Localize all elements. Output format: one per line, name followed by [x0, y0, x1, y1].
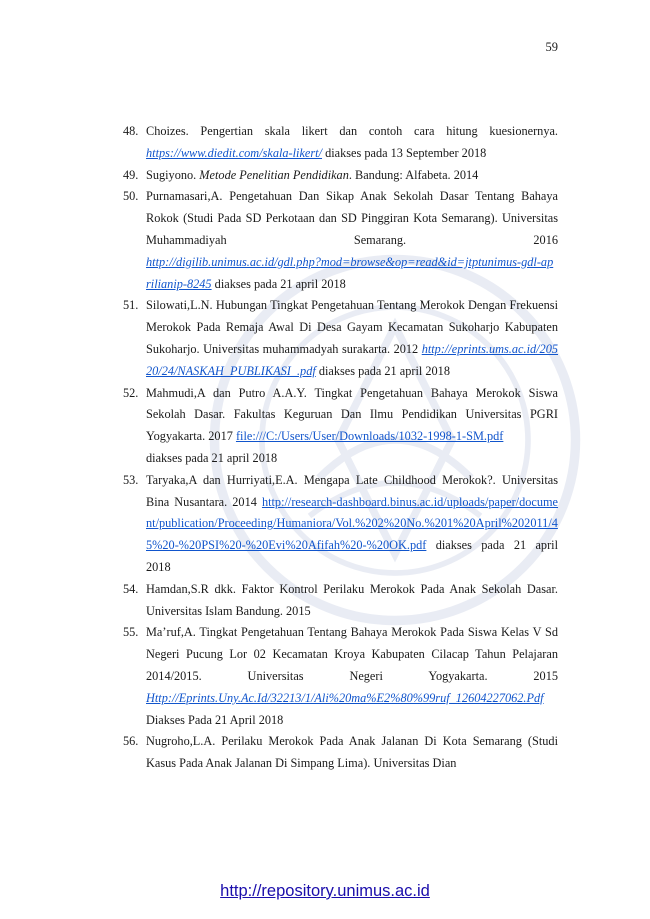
reference-body: Hamdan,S.R dkk. Faktor Kontrol Perilaku … — [146, 579, 558, 623]
reference-access-date: diakses pada 21 april 2018 — [146, 450, 278, 465]
reference-link[interactable]: file:///C:/Users/User/Downloads/1032-199… — [235, 429, 504, 444]
reference-author: Sugiyono. — [146, 167, 200, 182]
reference-number: 55. — [123, 625, 139, 640]
reference-body: Sugiyono. Metode Penelitian Pendidikan. … — [146, 165, 558, 187]
reference-list: 48. Choizes. Pengertian skala likert dan… — [123, 121, 558, 775]
reference-number: 49. — [123, 167, 139, 182]
reference-access-date: diakses pada 21 april 2018 — [211, 276, 346, 291]
reference-text: Choizes. Pengertian skala likert dan con… — [146, 124, 558, 138]
reference-body: Nugroho,L.A. Perilaku Merokok Pada Anak … — [146, 731, 558, 775]
reference-item-50: 50. Purnamasari,A. Pengetahuan Dan Sikap… — [123, 186, 558, 295]
reference-item-51: 51. Silowati,L.N. Hubungan Tingkat Penge… — [123, 295, 558, 382]
reference-body: Mahmudi,A dan Putro A.A.Y. Tingkat Penge… — [146, 383, 558, 470]
reference-text: Ma’ruf,A. Tingkat Pengetahuan Tentang Ba… — [146, 625, 558, 683]
reference-number: 53. — [123, 472, 139, 487]
reference-publisher: . Bandung: Alfabeta. 2014 — [348, 167, 479, 182]
reference-number: 50. — [123, 189, 139, 204]
reference-item-48: 48. Choizes. Pengertian skala likert dan… — [123, 121, 558, 165]
reference-link[interactable]: http://digilib.unimus.ac.id/gdl.php?mod=… — [146, 254, 554, 291]
reference-body: Silowati,L.N. Hubungan Tingkat Pengetahu… — [146, 295, 558, 382]
reference-access-date: diakses pada 13 September 2018 — [322, 145, 487, 160]
reference-number: 52. — [123, 385, 139, 400]
reference-item-49: 49. Sugiyono. Metode Penelitian Pendidik… — [123, 165, 558, 187]
reference-item-54: 54. Hamdan,S.R dkk. Faktor Kontrol Peril… — [123, 579, 558, 623]
reference-item-56: 56. Nugroho,L.A. Perilaku Merokok Pada A… — [123, 731, 558, 775]
reference-text: Silowati,L.N. Hubungan Tingkat Pengetahu… — [146, 298, 558, 356]
reference-link[interactable]: http://eprints.ums.ac.id/20520/24/NASKAH… — [146, 341, 558, 378]
reference-number: 56. — [123, 734, 139, 749]
reference-access-date: diakses pada 21 april 2018 — [315, 363, 450, 378]
university-seal-watermark — [209, 254, 581, 626]
reference-link[interactable]: https://www.diedit.com/skala-likert/ — [146, 145, 323, 160]
reference-number: 51. — [123, 298, 139, 313]
reference-body: Purnamasari,A. Pengetahuan Dan Sikap Ana… — [146, 186, 558, 295]
reference-number: 48. — [123, 124, 139, 138]
reference-body: Taryaka,A dan Hurriyati,E.A. Mengapa Lat… — [146, 470, 558, 579]
reference-link[interactable]: Http://Eprints.Uny.Ac.Id/32213/1/Ali%20m… — [146, 690, 544, 705]
reference-access-date: diakses pada 21 april 2018 — [146, 538, 558, 574]
reference-item-53: 53. Taryaka,A dan Hurriyati,E.A. Mengapa… — [123, 470, 558, 579]
reference-access-date: Diakses Pada 21 April 2018 — [146, 712, 284, 727]
reference-text: Nugroho,L.A. Perilaku Merokok Pada Anak … — [146, 734, 558, 771]
reference-text: Taryaka,A dan Hurriyati,E.A. Mengapa Lat… — [146, 472, 558, 509]
reference-number: 54. — [123, 581, 139, 596]
reference-link[interactable]: http://research-dashboard.binus.ac.id/up… — [146, 494, 559, 553]
reference-text: Purnamasari,A. Pengetahuan Dan Sikap Ana… — [146, 189, 558, 247]
reference-body: Choizes. Pengertian skala likert dan con… — [146, 121, 558, 165]
reference-body: Ma’ruf,A. Tingkat Pengetahuan Tentang Ba… — [146, 622, 558, 731]
reference-text: Hamdan,S.R dkk. Faktor Kontrol Perilaku … — [146, 581, 558, 618]
page-number: 59 — [545, 40, 559, 54]
reference-item-55: 55. Ma’ruf,A. Tingkat Pengetahuan Tentan… — [123, 622, 558, 731]
reference-item-52: 52. Mahmudi,A dan Putro A.A.Y. Tingkat P… — [123, 383, 558, 470]
reference-text: Mahmudi,A dan Putro A.A.Y. Tingkat Penge… — [146, 385, 558, 444]
reference-title: Metode Penelitian Pendidikan — [199, 167, 349, 182]
repository-footer-link[interactable]: http://repository.unimus.ac.id — [220, 882, 430, 900]
